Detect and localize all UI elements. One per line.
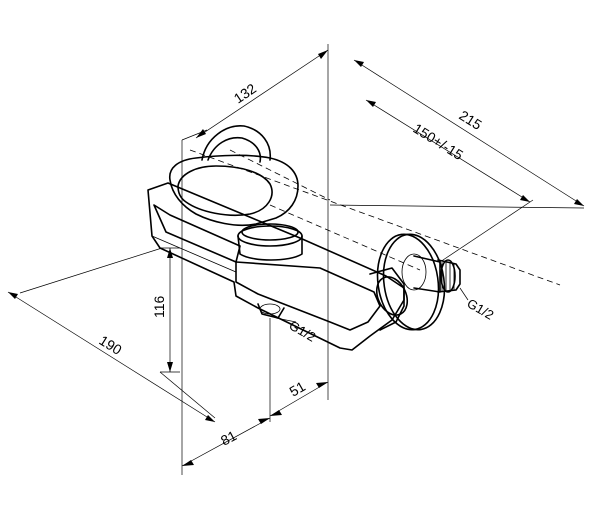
thread-inlet-label: G1/2 [465,296,497,323]
dimension-116: 116 [151,248,173,372]
dimension-81: 81 [181,417,271,467]
hidden-lines [189,149,561,286]
dimension-190: 190 [7,291,216,423]
lever-handle [169,125,303,261]
dimension-51-label: 51 [287,378,309,400]
dimension-150: 150+/-15 [365,99,531,203]
dimension-51: 51 [269,378,329,417]
dimension-215: 215 [353,59,585,207]
dimension-215-label: 215 [456,107,484,133]
dimension-116-label: 116 [151,295,167,318]
wall-connector [376,233,461,331]
extension-lines [19,44,585,475]
thread-outlet-label: G1/2 [287,318,319,345]
dimension-150-label: 150+/-15 [410,120,466,163]
dimension-132: 132 [195,49,329,139]
faucet-body [147,182,409,351]
dimension-132-label: 132 [231,80,259,106]
dimension-81-label: 81 [218,427,239,449]
dimension-190-label: 190 [96,332,124,358]
